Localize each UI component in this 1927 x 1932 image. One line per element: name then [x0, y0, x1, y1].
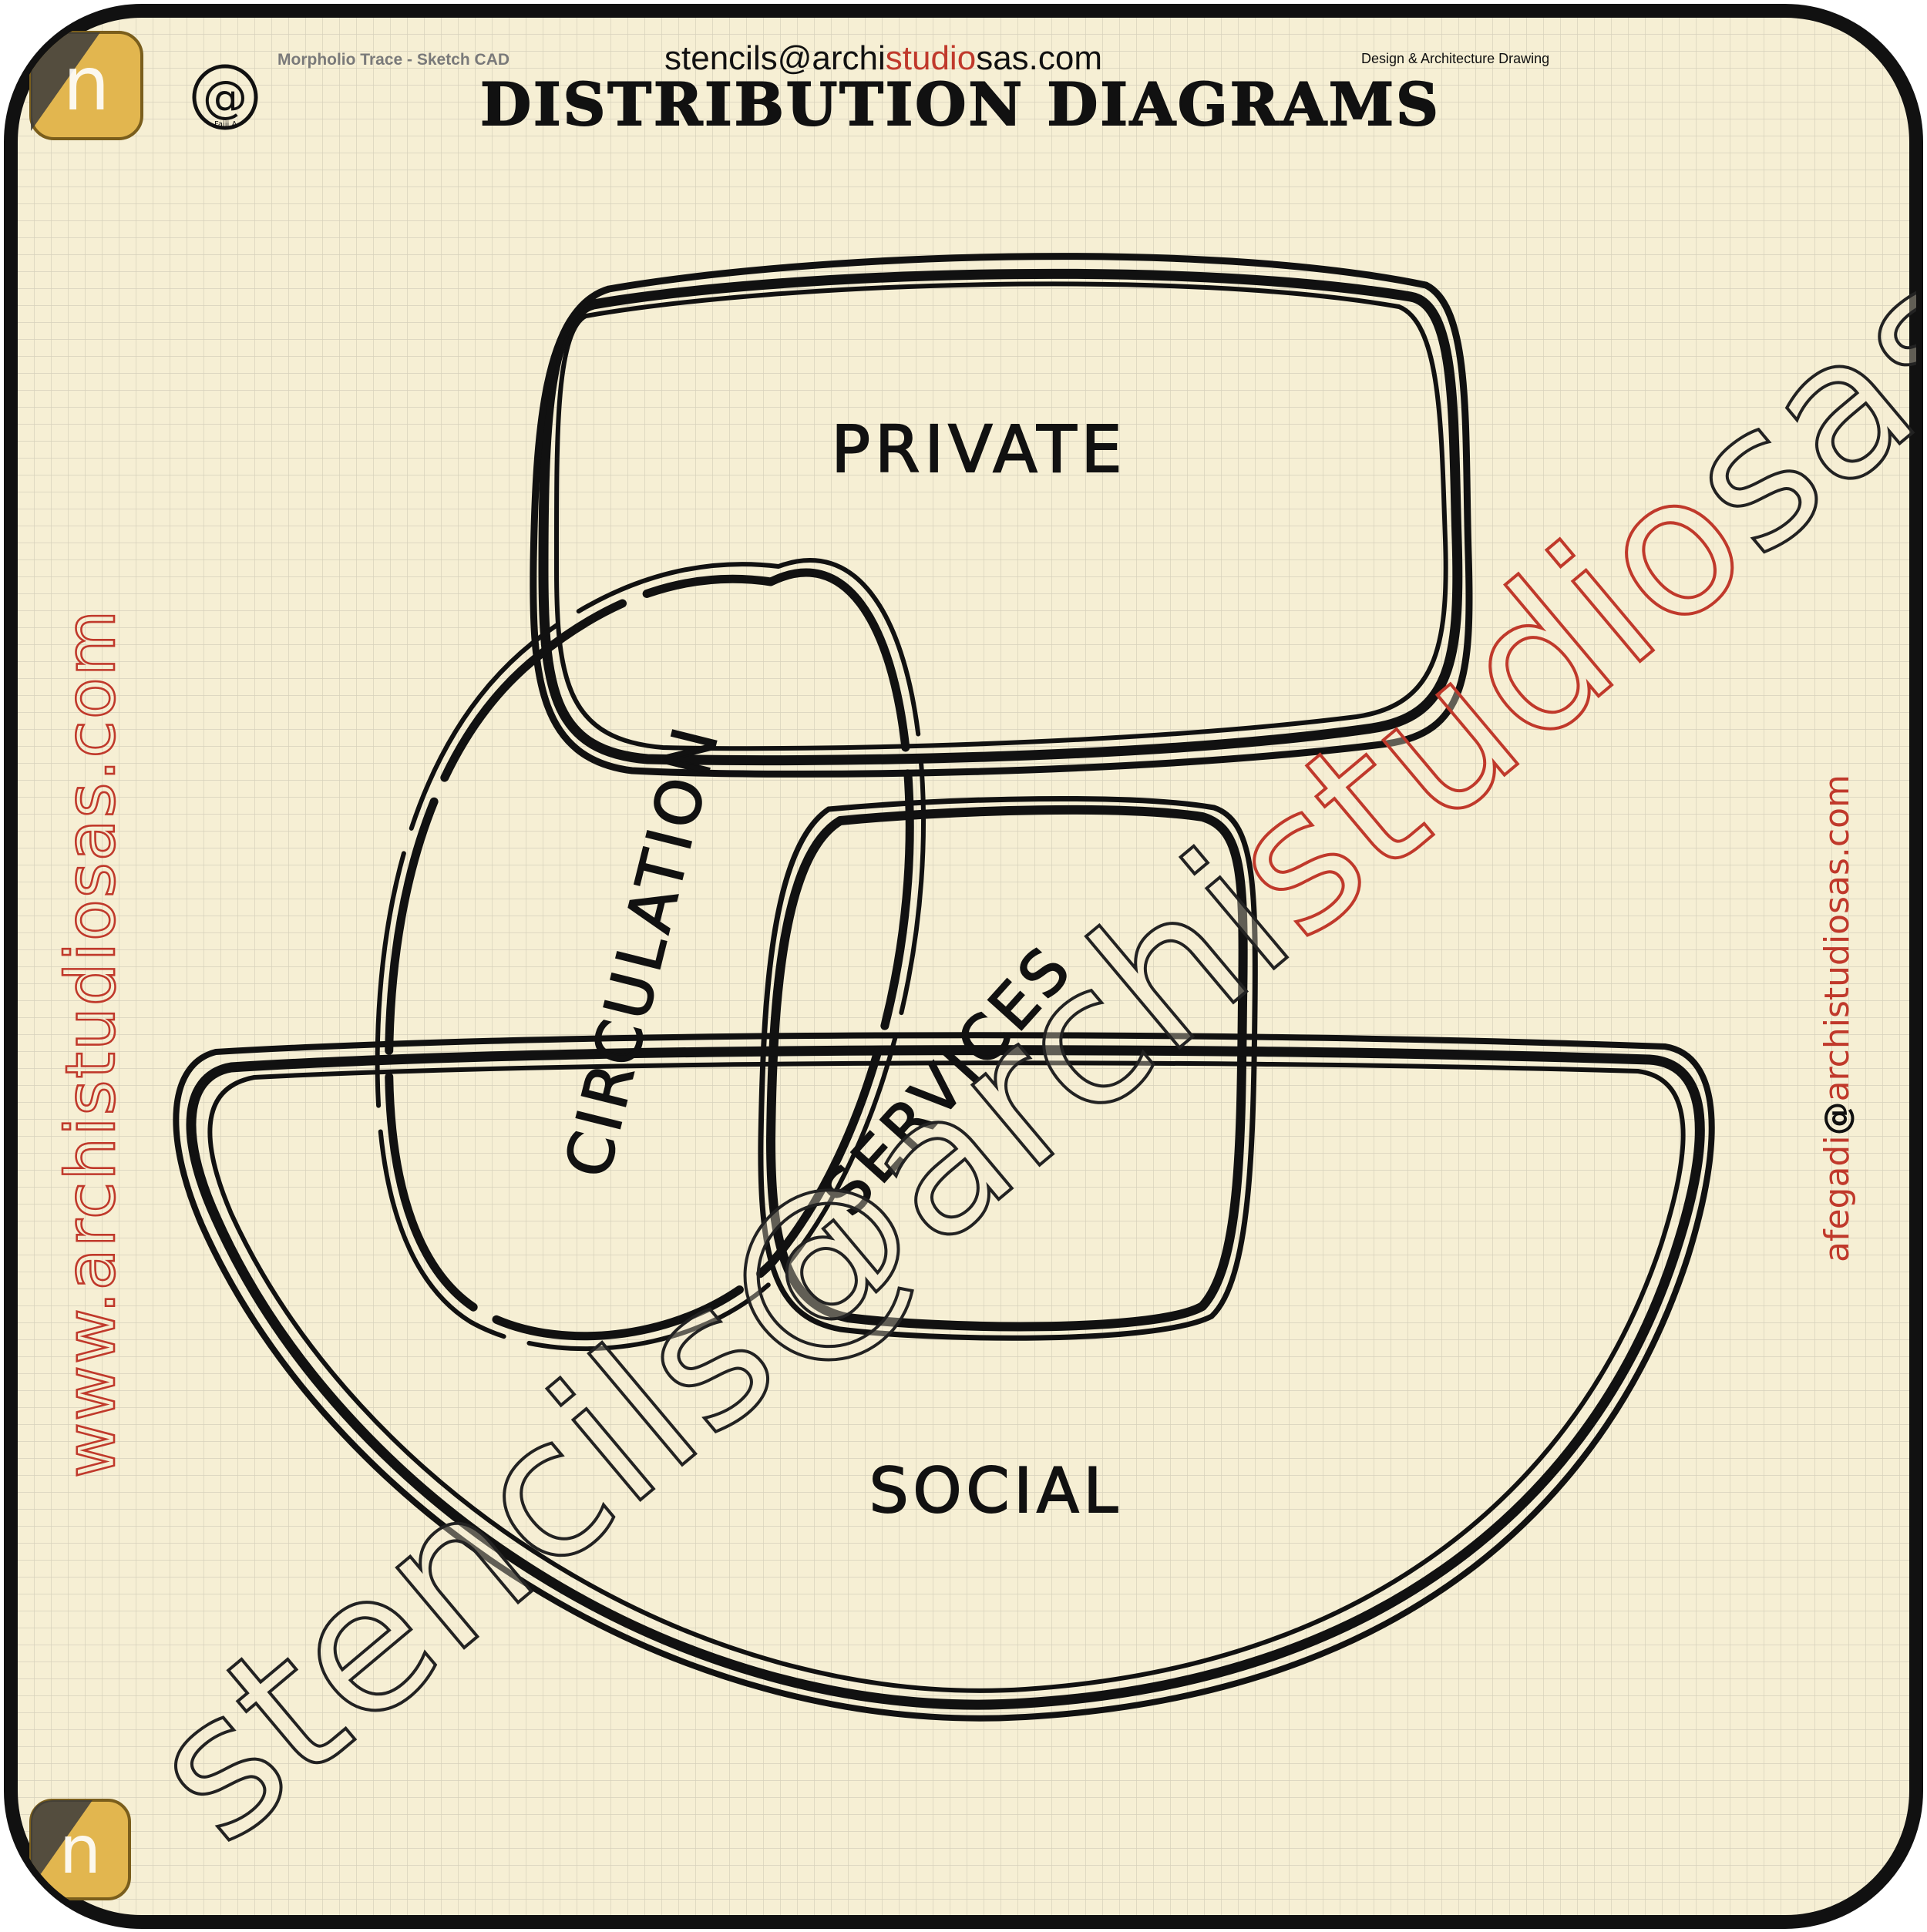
private-zone: PRIVATE — [530, 253, 1473, 778]
private-label: PRIVATE — [831, 412, 1126, 487]
svg-text:n: n — [59, 1812, 102, 1889]
svg-text:n: n — [63, 41, 110, 127]
social-label: SOCIAL — [869, 1455, 1123, 1527]
paper-background — [11, 11, 1916, 1922]
at-logo-icon: @ Fajji A — [192, 64, 258, 130]
logo-caption: Fajji A — [214, 120, 237, 129]
social-zone: SOCIAL — [173, 1032, 1715, 1722]
trace-app-icon-bottom[interactable]: n — [29, 1799, 131, 1900]
header-email: stencils@archistudiosas.com — [664, 39, 1102, 77]
tagline: Design & Architecture Drawing — [1361, 51, 1549, 66]
page-title: DISTRIBUTION DIAGRAMS — [480, 70, 1441, 139]
right-watermark: afegadi@archistudiosas.com — [1818, 774, 1857, 1262]
svg-text:@: @ — [203, 71, 247, 123]
frame-border — [4, 4, 1923, 1929]
left-watermark: www.archistudiosas.com — [51, 609, 130, 1478]
app-name: Morpholio Trace - Sketch CAD — [277, 51, 509, 69]
trace-app-icon[interactable]: n — [29, 31, 143, 140]
